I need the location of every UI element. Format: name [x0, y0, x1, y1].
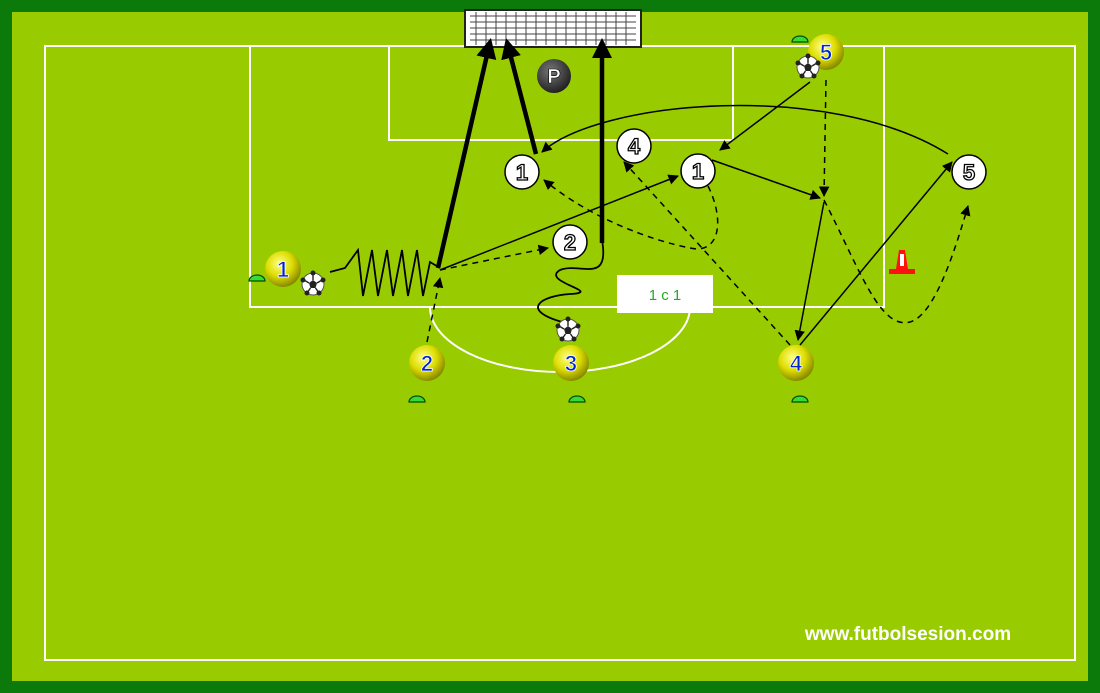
pitch-surface — [12, 12, 1088, 681]
position-label: 5 — [963, 160, 975, 185]
attacker-player: 3 — [553, 345, 589, 381]
goal — [465, 10, 641, 47]
watermark: www.futbolsesion.com — [804, 624, 1011, 645]
attacker-number: 1 — [277, 257, 289, 282]
position-marker: 1 — [505, 155, 539, 189]
position-label: 2 — [564, 230, 576, 255]
duel-label-box: 1 c 1 — [617, 275, 713, 313]
goalkeeper: P — [537, 59, 571, 93]
attacker-player: 4 — [778, 345, 814, 381]
position-marker: 4 — [617, 129, 651, 163]
attacker-player: 2 — [409, 345, 445, 381]
position-marker: 2 — [553, 225, 587, 259]
position-label: 1 — [692, 159, 704, 184]
position-label: 4 — [628, 134, 641, 159]
position-marker: 5 — [952, 155, 986, 189]
duel-label: 1 c 1 — [649, 287, 682, 304]
keeper-label: P — [547, 66, 560, 88]
attacker-number: 5 — [820, 40, 832, 65]
position-marker: 1 — [681, 154, 715, 188]
attacker-number: 3 — [565, 351, 577, 376]
attacker-player: 1 — [265, 251, 301, 287]
attacker-number: 2 — [421, 351, 433, 376]
position-label: 1 — [516, 160, 528, 185]
attacker-number: 4 — [790, 351, 803, 376]
